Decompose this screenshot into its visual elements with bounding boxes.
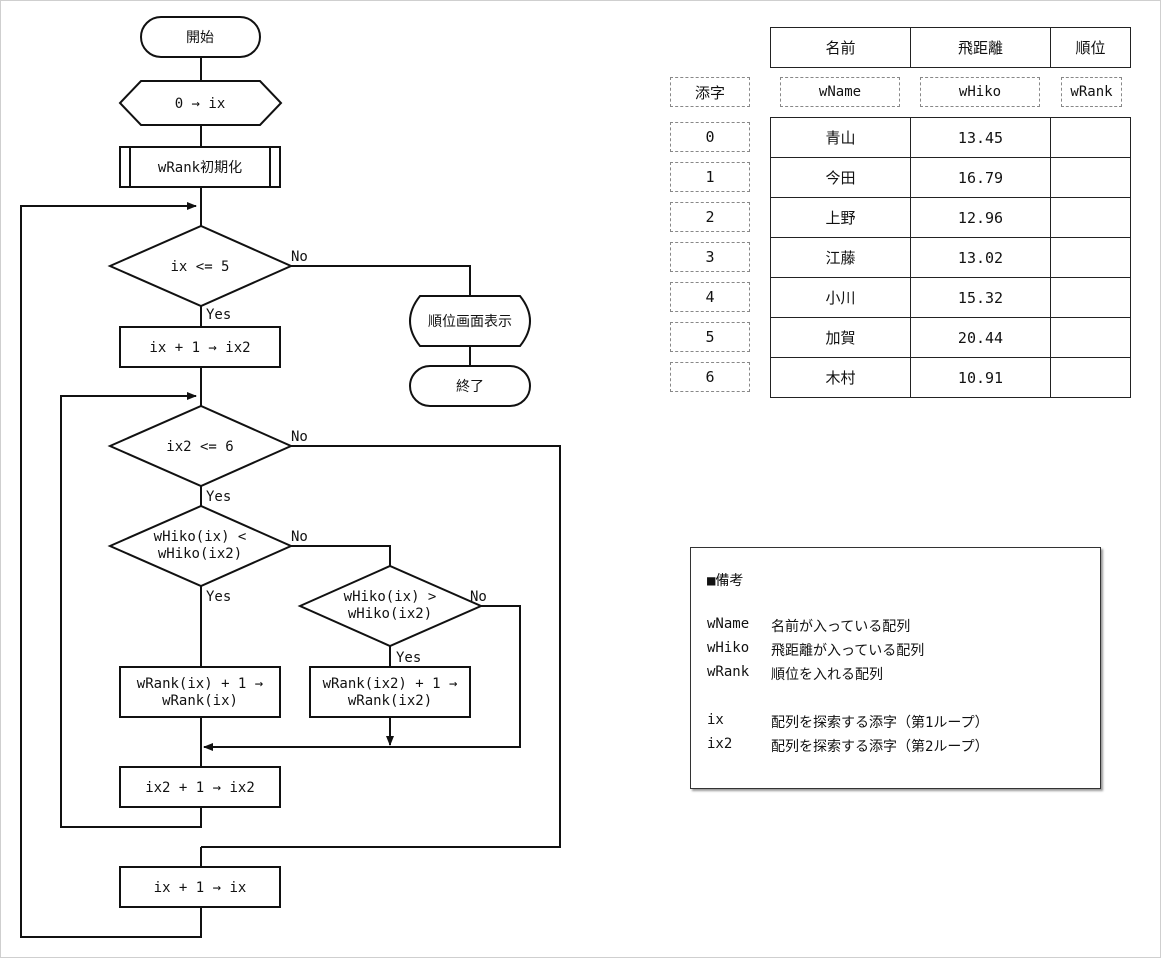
note-key: ix2: [707, 736, 733, 752]
outer-yes-label: Yes: [206, 307, 231, 323]
name-cell: 加賀: [770, 317, 911, 358]
outer-no-label: No: [291, 249, 308, 265]
distance-cell: 10.91: [910, 357, 1051, 398]
rank-cell: [1050, 237, 1131, 278]
rank-cell: [1050, 317, 1131, 358]
note-row: wName 名前が入っている配列: [707, 616, 1100, 640]
distance-cell: 16.79: [910, 157, 1051, 198]
index-label: 添字: [670, 77, 750, 107]
greater-condition-label-2: wHiko(ix2): [348, 606, 432, 622]
index-cell: 4: [670, 282, 750, 312]
name-cell: 小川: [770, 277, 911, 318]
name-cell: 今田: [770, 157, 911, 198]
rank-cell: [1050, 117, 1131, 158]
distance-cell: 12.96: [910, 197, 1051, 238]
array-name-whiko: wHiko: [920, 77, 1040, 107]
header-name-cell: 名前: [770, 27, 911, 68]
index-cell: 6: [670, 362, 750, 392]
index-cell: 1: [670, 162, 750, 192]
header-rank-cell: 順位: [1050, 27, 1131, 68]
rank-cell: [1050, 277, 1131, 318]
array-name-wrank: wRank: [1061, 77, 1122, 107]
set-ix2-label: ix + 1 → ix2: [149, 340, 250, 356]
index-cell: 0: [670, 122, 750, 152]
distance-cell: 15.32: [910, 277, 1051, 318]
note-desc: 配列を探索する添字（第1ループ）: [771, 715, 989, 731]
name-cell: 青山: [770, 117, 911, 158]
inc-ix-label: ix + 1 → ix: [154, 880, 247, 896]
note-key: wRank: [707, 664, 750, 680]
note-row: ix2 配列を探索する添字（第2ループ）: [707, 736, 1100, 760]
name-cell: 江藤: [770, 237, 911, 278]
note-key: wName: [707, 616, 750, 632]
note-key: ix: [707, 712, 724, 728]
distance-cell: 20.44: [910, 317, 1051, 358]
inner-no-label: No: [291, 429, 308, 445]
note-desc: 配列を探索する添字（第2ループ）: [771, 739, 989, 755]
array-name-wname: wName: [780, 77, 900, 107]
end-label: 終了: [456, 379, 484, 395]
init-ix-label: 0 → ix: [175, 96, 226, 112]
inc-rank-ix-label-2: wRank(ix): [162, 693, 238, 709]
note-row: wHiko 飛距離が入っている配列: [707, 640, 1100, 664]
inc-rank-ix2-label-1: wRank(ix2) + 1 →: [323, 676, 458, 692]
note-key: wHiko: [707, 640, 750, 656]
rank-cell: [1050, 197, 1131, 238]
start-label: 開始: [186, 30, 214, 46]
notes-title: ■備考: [707, 573, 744, 589]
note-desc: 飛距離が入っている配列: [771, 643, 925, 659]
rank-cell: [1050, 157, 1131, 198]
greater-condition-label-1: wHiko(ix) >: [344, 589, 437, 605]
greater-yes-label: Yes: [396, 650, 421, 666]
index-cell: 3: [670, 242, 750, 272]
inc-rank-ix-process: [119, 666, 281, 718]
distance-cell: 13.45: [910, 117, 1051, 158]
distance-cell: 13.02: [910, 237, 1051, 278]
inc-rank-ix2-process: [309, 666, 471, 718]
init-rank-label: wRank初期化: [158, 159, 242, 176]
note-desc: 順位を入れる配列: [771, 667, 883, 683]
inc-rank-ix2-label-2: wRank(ix2): [348, 693, 432, 709]
less-yes-label: Yes: [206, 589, 231, 605]
note-desc: 名前が入っている配列: [771, 619, 911, 635]
inc-rank-ix-label-1: wRank(ix) + 1 →: [137, 676, 263, 692]
name-cell: 木村: [770, 357, 911, 398]
note-row: wRank 順位を入れる配列: [707, 664, 1100, 688]
display-rank-label: 順位画面表示: [428, 314, 512, 330]
init-ix-preparation: [118, 80, 283, 126]
index-cell: 5: [670, 322, 750, 352]
notes-box: ■備考 wName 名前が入っている配列 wHiko 飛距離が入っている配列 w…: [690, 547, 1101, 789]
index-cell: 2: [670, 202, 750, 232]
less-condition-label-2: wHiko(ix2): [158, 546, 242, 562]
note-row: ix 配列を探索する添字（第1ループ）: [707, 712, 1100, 736]
display-rank-shape: [409, 295, 531, 347]
inner-condition-label: ix2 <= 6: [166, 439, 233, 455]
outer-condition-label: ix <= 5: [170, 259, 229, 275]
inner-yes-label: Yes: [206, 489, 231, 505]
inc-ix2-label: ix2 + 1 → ix2: [145, 780, 255, 796]
name-cell: 上野: [770, 197, 911, 238]
less-condition-label-1: wHiko(ix) <: [154, 529, 247, 545]
greater-no-label: No: [470, 589, 487, 605]
rank-cell: [1050, 357, 1131, 398]
less-no-label: No: [291, 529, 308, 545]
header-distance-cell: 飛距離: [910, 27, 1051, 68]
note-spacer: [707, 688, 1100, 712]
